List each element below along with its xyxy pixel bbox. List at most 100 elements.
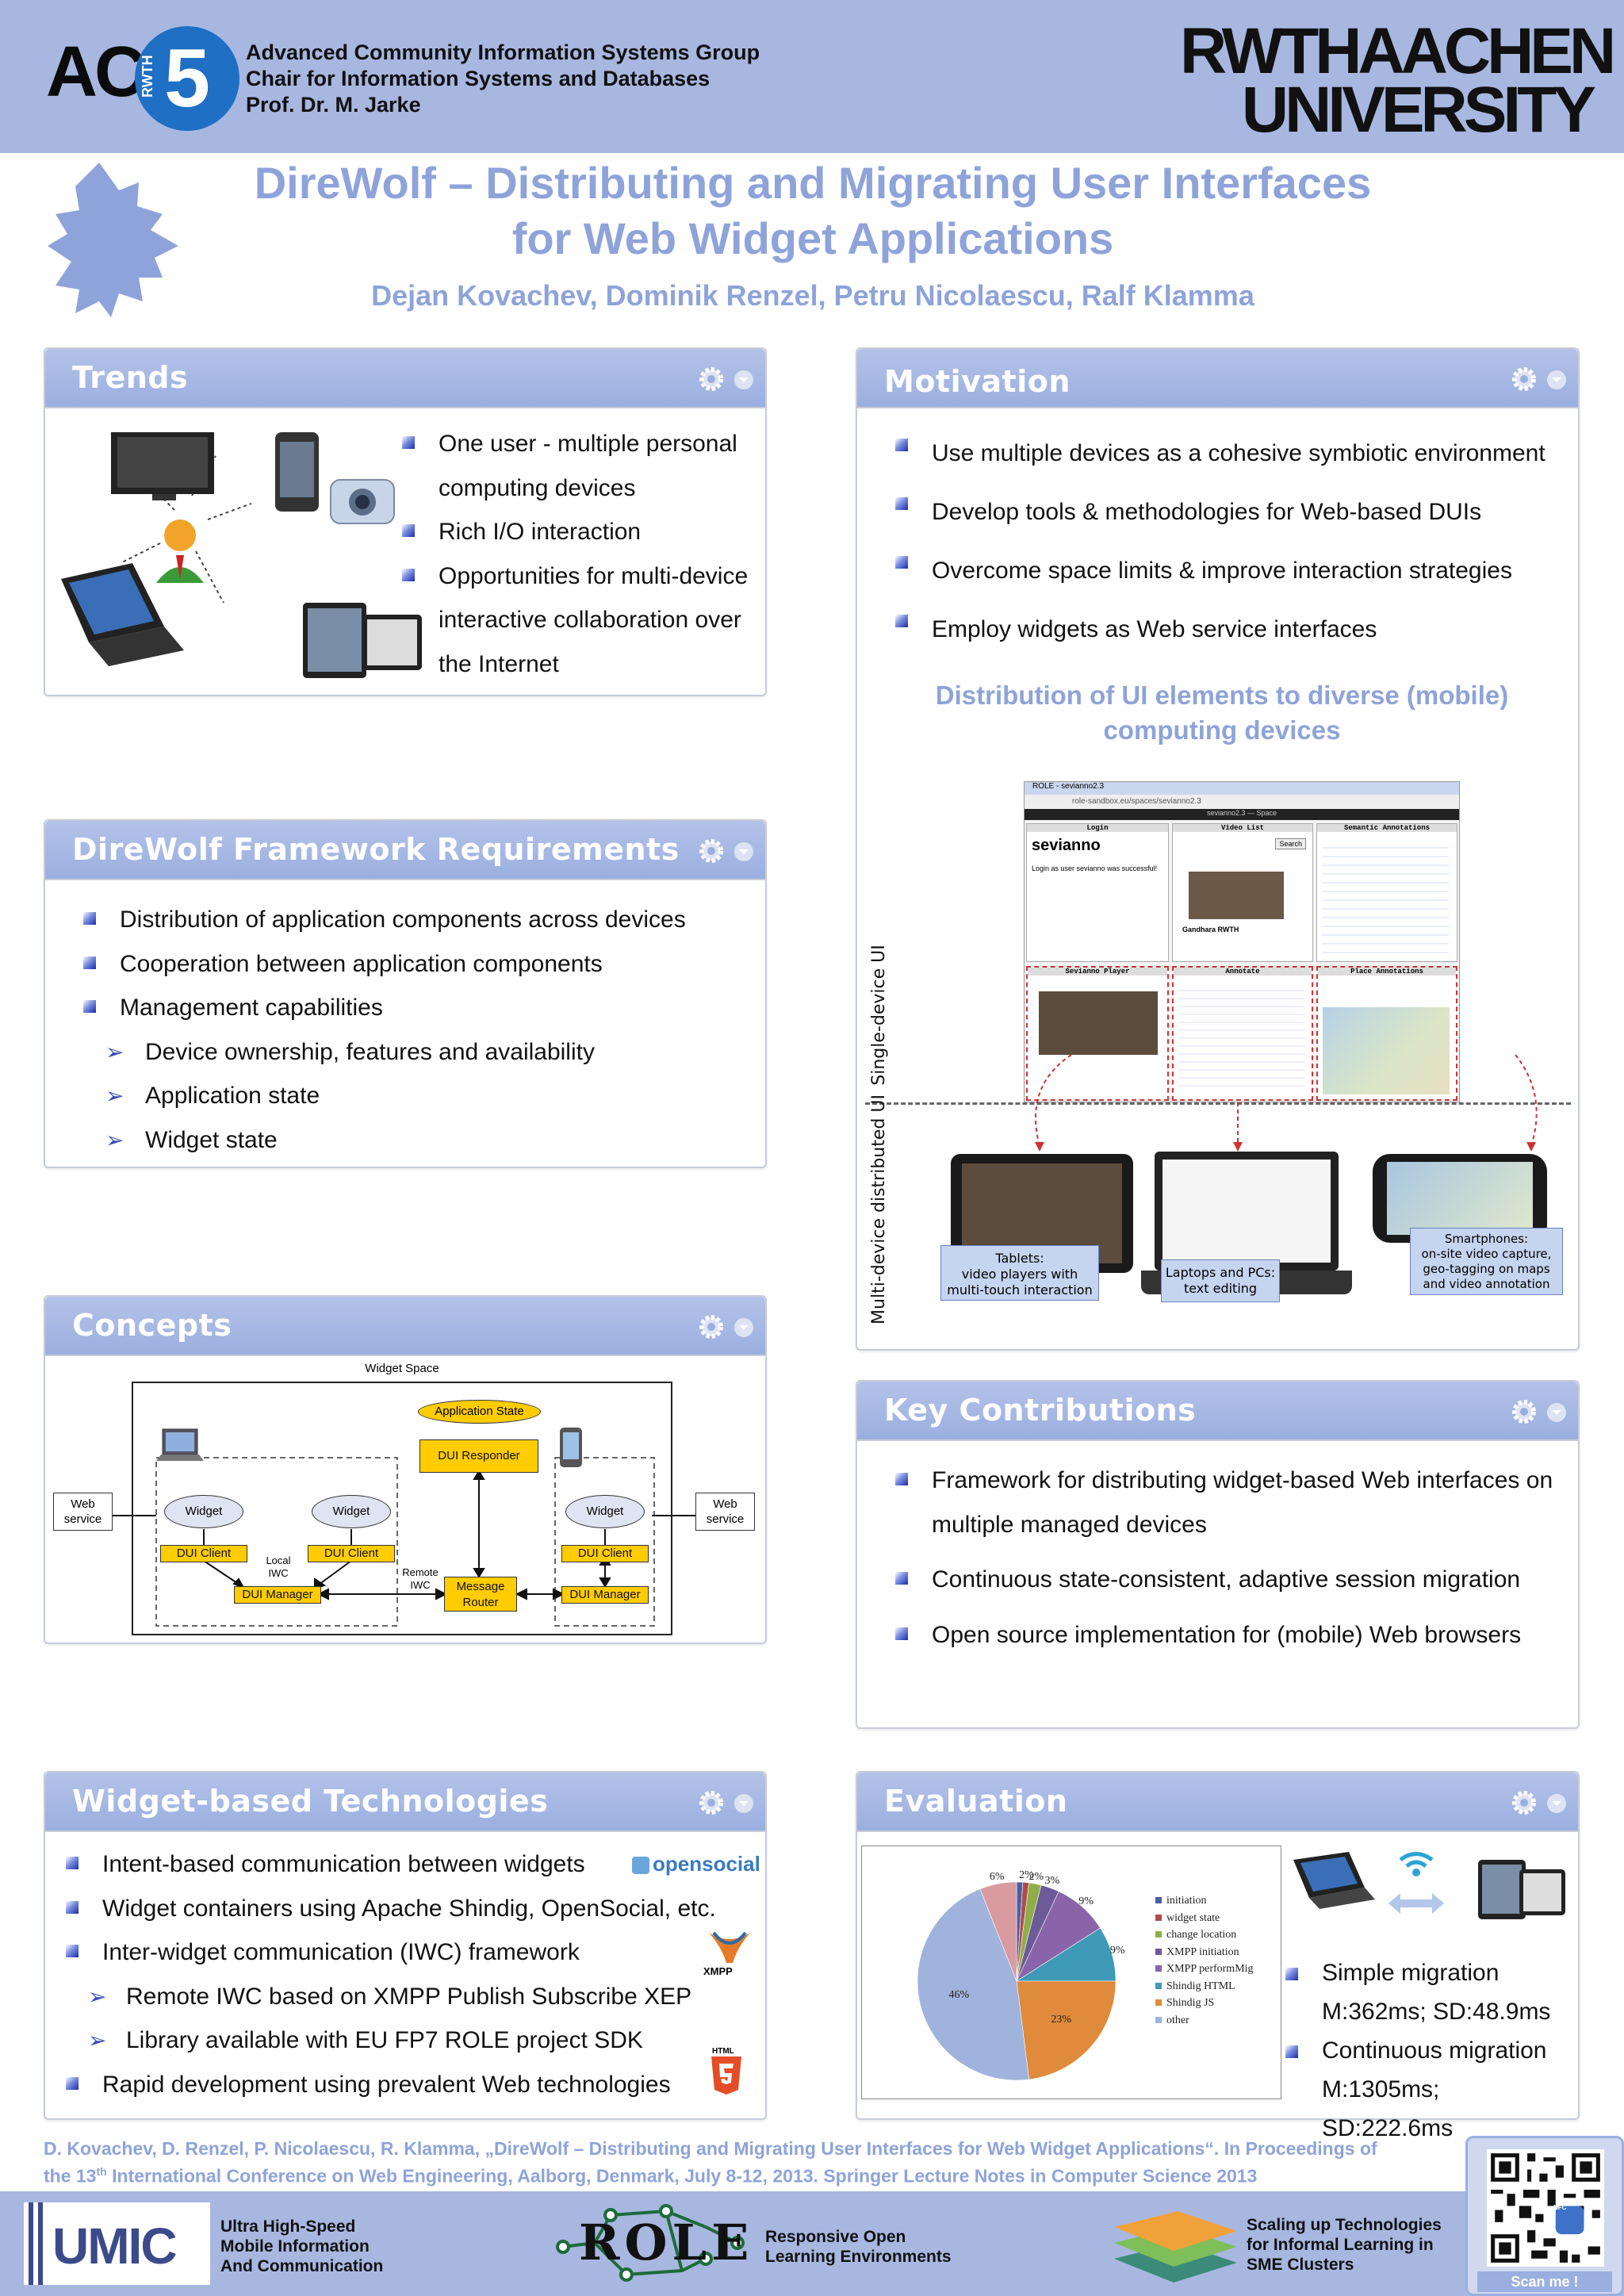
gear-icon[interactable] xyxy=(1510,1397,1538,1426)
chevron-down-icon[interactable] xyxy=(1545,1792,1568,1815)
legend-item: widget state xyxy=(1155,1910,1254,1927)
technologies-heading: Widget-based Technologies xyxy=(72,1784,549,1819)
umic-bar xyxy=(29,2202,33,2285)
motivation-header: Motivation xyxy=(857,349,1578,408)
gear-icon[interactable] xyxy=(697,1788,726,1817)
login-widget: Login sevianno Login as user sevianno wa… xyxy=(1026,823,1169,962)
widget-title: Video List xyxy=(1173,824,1312,832)
widget-title: Annotate xyxy=(1174,968,1312,976)
list-item: Inter-widget communication (IWC) framewo… xyxy=(66,1930,724,1975)
legend-label: Shindig HTML xyxy=(1166,1980,1235,1992)
pie-slice-label: 9% xyxy=(1078,1895,1094,1907)
laptop-screen xyxy=(1162,1159,1331,1263)
list-item: Rapid development using prevalent Web te… xyxy=(66,2063,724,2107)
application-state-node: Application State xyxy=(418,1400,541,1424)
chevron-down-icon[interactable] xyxy=(732,840,756,864)
requirements-header: DireWolf Framework Requirements xyxy=(45,821,765,880)
chevron-down-icon[interactable] xyxy=(732,1316,756,1340)
group-info: Advanced Community Information Systems G… xyxy=(246,40,760,118)
widget-title: Sevianno Player xyxy=(1028,968,1167,976)
scaling-description: Scaling up Technologies for Informal Lea… xyxy=(1247,2215,1442,2275)
smartphone-map xyxy=(1387,1162,1533,1235)
umic-logo-text: UMIC xyxy=(52,2217,178,2275)
dui-client-node: DUI Client xyxy=(308,1545,395,1562)
map-view[interactable] xyxy=(1323,1007,1450,1094)
legend-label: initiation xyxy=(1166,1895,1207,1907)
list-subitem: Library available with EU FP7 ROLE proje… xyxy=(66,2018,724,2063)
video-thumbnail[interactable] xyxy=(1189,872,1284,919)
qr-code-icon[interactable] xyxy=(1487,2149,1604,2267)
caption-line: Tablets: xyxy=(995,1251,1044,1266)
contributions-panel: Key Contributions Framework for distribu… xyxy=(856,1380,1580,1729)
list-item: Open source implementation for (mobile) … xyxy=(895,1613,1561,1658)
gear-icon[interactable] xyxy=(697,1313,726,1341)
caption-line: and video annotation xyxy=(1423,1277,1550,1291)
single-device-screenshot: ROLE - sevianno2.3 role-sandbox.eu/space… xyxy=(1024,781,1460,1102)
list-subitem: Remote IWC based on XMPP Publish Subscri… xyxy=(66,1975,724,2019)
footer-line: And Communication xyxy=(220,2257,384,2275)
list-item: Widget containers using Apache Shindig, … xyxy=(66,1887,724,1931)
qr-code-box[interactable]: NFC Scan me ! xyxy=(1465,2136,1624,2296)
pie-slice-label: 2% xyxy=(1028,1870,1044,1883)
role-network-icon xyxy=(556,2204,745,2282)
search-button[interactable]: Search xyxy=(1275,838,1306,849)
chevron-down-icon[interactable] xyxy=(732,1792,756,1815)
local-iwc-label: Local IWC xyxy=(255,1554,302,1580)
legend-item: XMPP performMig xyxy=(1155,1961,1254,1978)
label-line: Local xyxy=(266,1554,291,1566)
citation-line2: the 13th International Conference on Web… xyxy=(44,2160,1455,2188)
list-item: Develop tools & methodologies for Web-ba… xyxy=(895,483,1577,542)
poster-title-line1: DireWolf – Distributing and Migrating Us… xyxy=(254,158,1372,208)
video-list-widget: Video List Search Gandhara RWTH xyxy=(1172,823,1313,962)
chevron-down-icon[interactable] xyxy=(732,368,756,392)
chevron-down-icon[interactable] xyxy=(1545,1401,1568,1424)
widget-title: Semantic Annotations xyxy=(1317,824,1457,832)
motivation-list: Use multiple devices as a cohesive symbi… xyxy=(895,424,1577,659)
footer-line: Learning Environments xyxy=(765,2248,952,2266)
legend-swatch xyxy=(1155,1965,1162,1972)
legend-swatch xyxy=(1155,1999,1162,2006)
login-message: Login as user sevianno was successful! xyxy=(1032,864,1158,872)
concepts-header: Concepts xyxy=(45,1297,765,1356)
pie-slice-label: 46% xyxy=(948,1988,970,2001)
chevron-down-icon[interactable] xyxy=(1545,368,1568,392)
caption-line: geo-tagging on maps xyxy=(1423,1262,1550,1276)
legend-swatch xyxy=(1155,1948,1162,1955)
annotate-form[interactable] xyxy=(1178,983,1305,1087)
multi-device-label: Multi-device distributed UI xyxy=(869,1094,889,1324)
technologies-panel: Widget-based Technologies Intent-based c… xyxy=(44,1771,767,2120)
html-logo-text: HTML xyxy=(712,2047,734,2056)
semantic-annotations-widget: Semantic Annotations xyxy=(1316,823,1457,962)
list-item: Simple migration xyxy=(1285,1953,1571,1992)
migration-devices-icon xyxy=(1293,1852,1565,1919)
opensocial-logo: opensocial xyxy=(632,1852,760,1876)
node-line: Router xyxy=(462,1596,499,1609)
group-line: Prof. Dr. M. Jarke xyxy=(246,93,421,117)
poster-title-line2: for Web Widget Applications xyxy=(511,213,1114,263)
gear-icon[interactable] xyxy=(697,365,726,393)
video-player[interactable] xyxy=(1039,991,1158,1055)
citation-line: D. Kovachev, D. Renzel, P. Nicolaescu, R… xyxy=(44,2138,1377,2159)
pie-svg xyxy=(917,1881,1116,2081)
rwth-logo: RWTHAACHEN UNIVERSITY xyxy=(1180,19,1616,143)
gear-icon[interactable] xyxy=(1510,365,1538,393)
list-item: Employ widgets as Web service interfaces xyxy=(895,600,1577,659)
legend-item: Shindig JS xyxy=(1155,1995,1254,2012)
web-service-node-left: Web service xyxy=(53,1493,113,1531)
gear-icon[interactable] xyxy=(697,837,726,865)
list-item: Framework for distributing widget-based … xyxy=(895,1458,1561,1547)
footer-banner: UMIC Ultra High-Speed Mobile Information… xyxy=(0,2191,1624,2296)
migration-arrows-icon xyxy=(1035,1054,1538,1152)
header-banner: AC 5 RWTH Advanced Community Information… xyxy=(0,0,1624,153)
list-item: Management capabilities xyxy=(83,986,757,1030)
concepts-panel: Concepts Widget Space Application State … xyxy=(44,1295,767,1644)
acis-logo-five: 5 xyxy=(135,26,239,131)
legend-label: widget state xyxy=(1166,1911,1220,1924)
node-line: service xyxy=(63,1512,102,1526)
group-line: Chair for Information Systems and Databa… xyxy=(246,67,710,90)
citation-part: the 13 xyxy=(44,2165,97,2187)
motivation-heading: Motivation xyxy=(884,364,1071,399)
browser-url: role-sandbox.eu/spaces/sevianno2.3 xyxy=(1025,795,1459,809)
gear-icon[interactable] xyxy=(1510,1788,1538,1817)
